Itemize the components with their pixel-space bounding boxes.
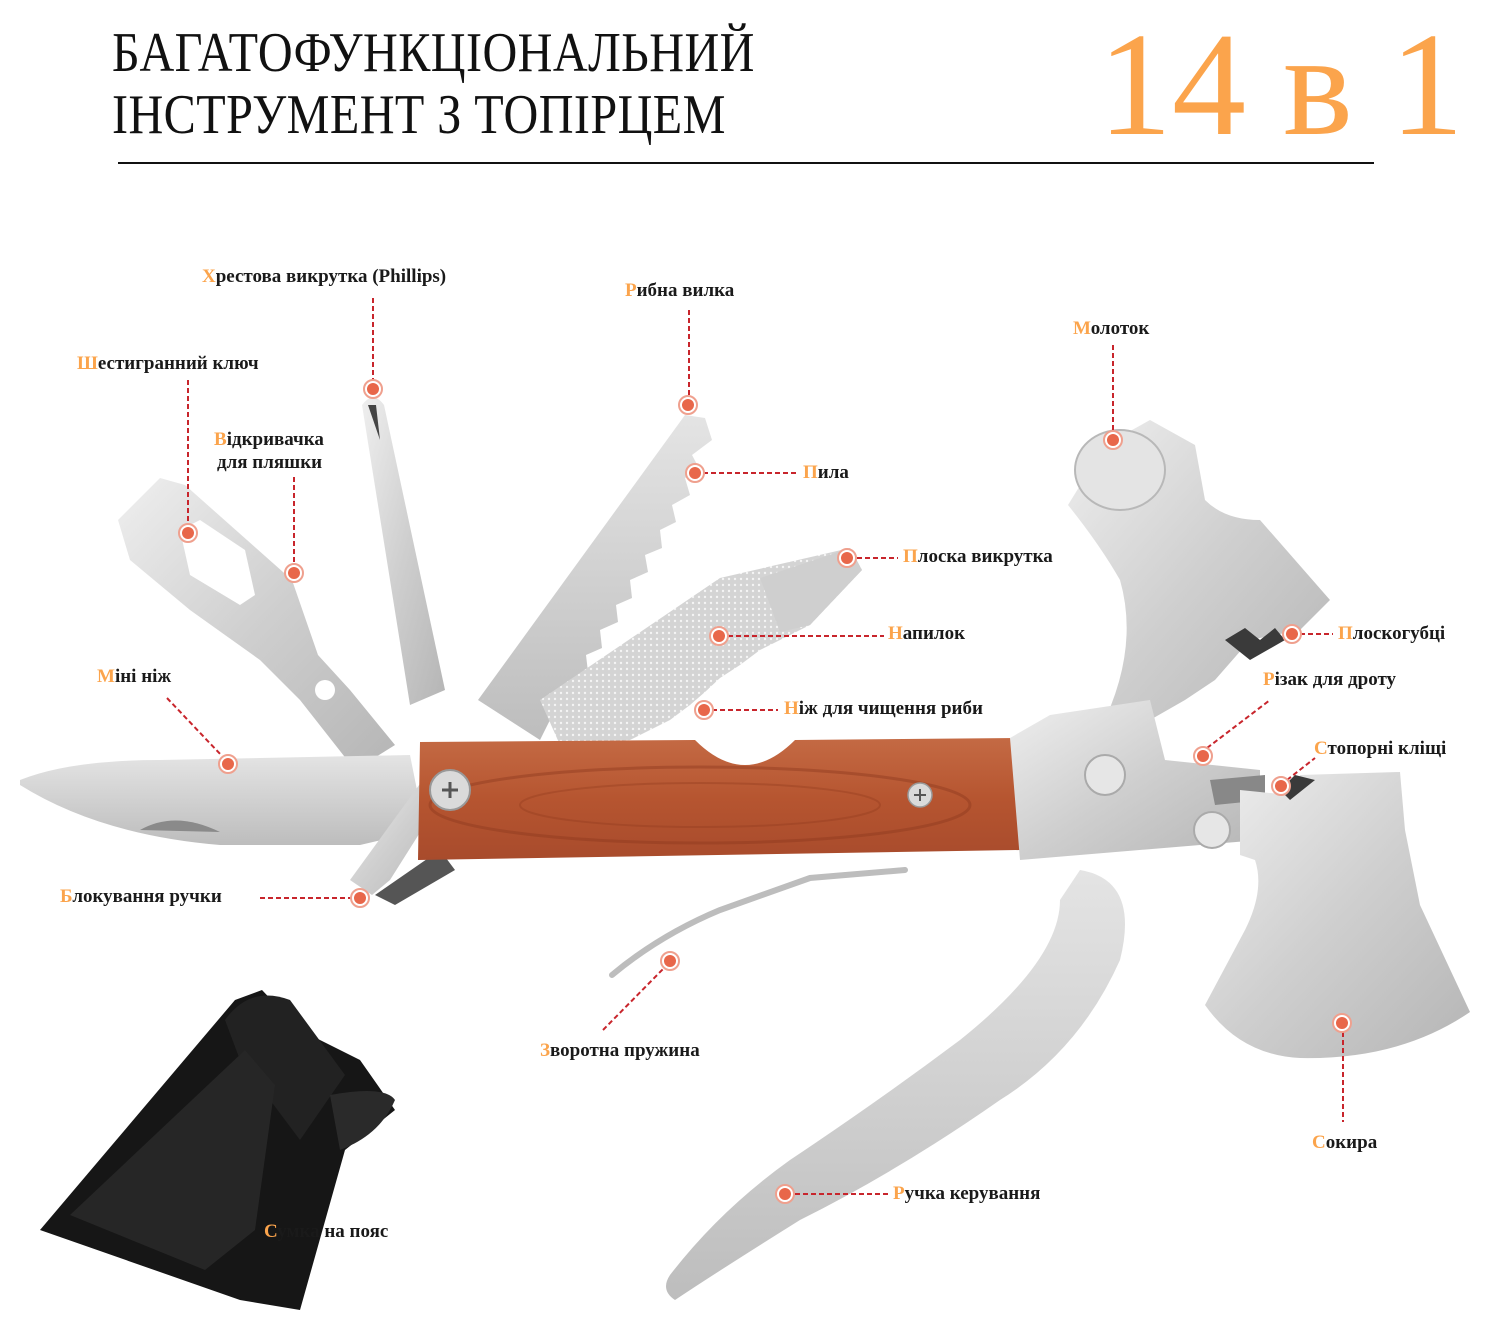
marker-hammer: [1103, 430, 1123, 450]
marker-pliers: [1282, 624, 1302, 644]
file-blade: [540, 548, 862, 745]
marker-axe: [1332, 1013, 1352, 1033]
leader-lines: [166, 298, 1344, 1195]
label-fish-scaler: Ніж для чищення риби: [784, 698, 983, 719]
label-bottle-opener-line2: для пляшки: [217, 452, 323, 473]
page-title: БАГАТОФУНКЦІОНАЛЬНИЙ ІНСТРУМЕНТ З ТОПІРЦ…: [112, 22, 755, 146]
label-wire-cutter: Різак для дроту: [1263, 669, 1397, 690]
marker-locking-pliers: [1271, 776, 1291, 796]
title-line-1: БАГАТОФУНКЦІОНАЛЬНИЙ: [112, 22, 755, 84]
marker-phillips: [363, 379, 383, 399]
belt-pouch-image: [40, 990, 395, 1310]
marker-flat-screwdriver: [837, 548, 857, 568]
return-spring-wire: [609, 867, 908, 978]
mini-knife-blade: [20, 755, 425, 845]
label-handle-lock: Блокування ручки: [60, 886, 222, 907]
saw-blade: [478, 415, 712, 740]
pliers-body: [1010, 700, 1265, 860]
marker-return-spring: [660, 951, 680, 971]
marker-fish-fork: [678, 395, 698, 415]
label-mini-knife: Міні ніж: [97, 666, 172, 687]
marker-hex-key: [178, 523, 198, 543]
marker-handle-lock: [350, 888, 370, 908]
label-return-spring: Зворотна пружина: [540, 1040, 700, 1061]
header-divider: [118, 162, 1374, 164]
marker-control-handle: [775, 1184, 795, 1204]
phillips-screwdriver: [362, 397, 445, 705]
label-control-handle: Ручка керування: [893, 1183, 1041, 1204]
label-file: Напилок: [888, 623, 966, 644]
label-flat-screwdriver: Плоска викрутка: [903, 546, 1053, 567]
callout-markers: [178, 379, 1352, 1204]
label-hex-key: Шестигранний ключ: [77, 353, 259, 374]
wooden-handle: [418, 738, 1020, 860]
label-fish-fork: Рибна вилка: [625, 280, 735, 301]
hammer-head: [1068, 420, 1330, 730]
label-phillips: Хрестова викрутка (Phillips): [202, 266, 447, 287]
marker-wire-cutter: [1193, 746, 1213, 766]
label-pliers: Плоскогубці: [1338, 623, 1446, 644]
label-belt-pouch: Сумка на пояс: [264, 1221, 389, 1242]
label-axe: Сокира: [1312, 1132, 1378, 1153]
marker-saw: [685, 463, 705, 483]
marker-file: [709, 626, 729, 646]
label-hammer: Молоток: [1073, 318, 1150, 339]
control-handle-grip: [666, 870, 1125, 1300]
title-line-2: ІНСТРУМЕНТ З ТОПІРЦЕМ: [112, 84, 726, 146]
marker-fish-scaler: [694, 700, 714, 720]
label-saw: Пила: [803, 462, 849, 483]
label-bottle-opener-line1: Відкривачка: [214, 429, 324, 450]
hex-key-plate: [118, 478, 395, 770]
marker-bottle-opener: [284, 563, 304, 583]
label-locking-pliers: Стопорні кліщі: [1314, 738, 1447, 759]
marker-mini-knife: [218, 754, 238, 774]
count-badge: 14 в 1: [1098, 3, 1464, 167]
